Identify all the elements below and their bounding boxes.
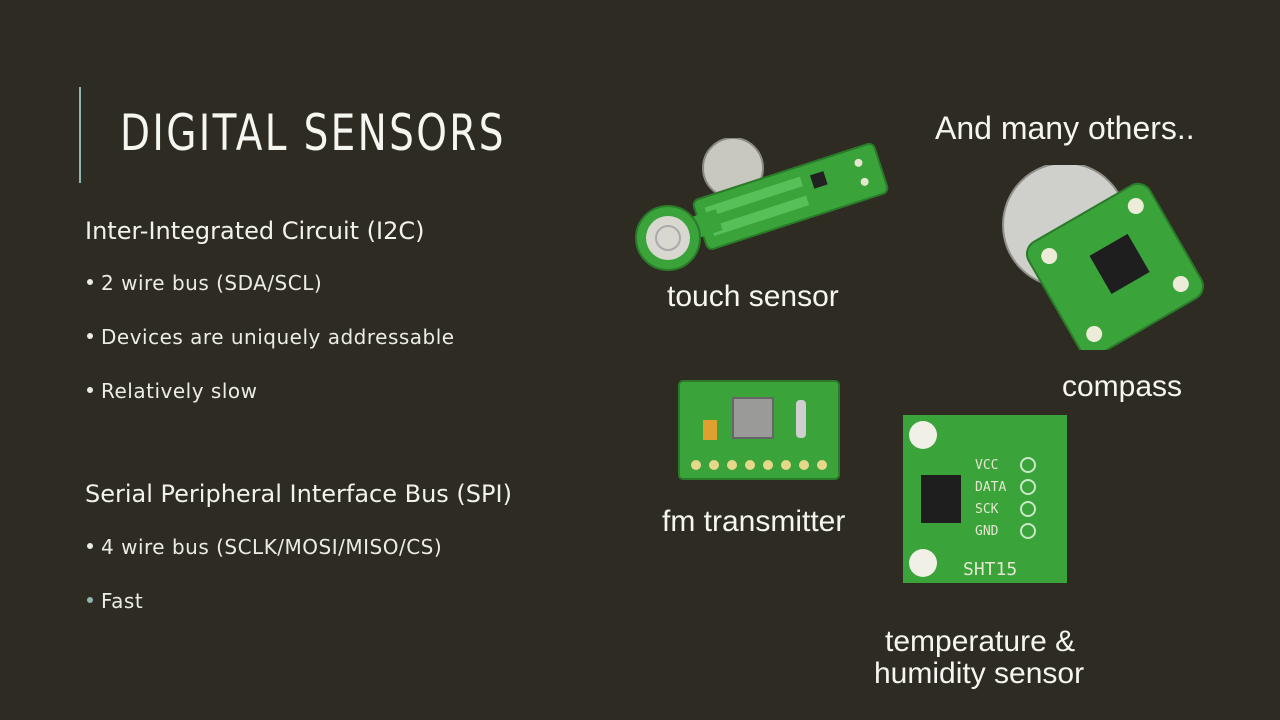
- spi-bullet: Fast: [87, 589, 143, 613]
- bullet-dot: [87, 386, 93, 393]
- bullet-dot: [87, 596, 93, 603]
- fm-transmitter-caption: fm transmitter: [662, 505, 846, 538]
- bullet-dot: [87, 278, 93, 285]
- svg-text:DATA: DATA: [975, 480, 1006, 495]
- many-others-note: And many others..: [935, 110, 1195, 146]
- temperature-humidity-sensor-image: VCC DATA SCK GND SHT15: [903, 415, 1067, 583]
- svg-text:GND: GND: [975, 524, 999, 539]
- svg-text:SHT15: SHT15: [963, 559, 1017, 580]
- temperature-caption-line1: temperature &: [885, 625, 1076, 658]
- compass-image: [1002, 165, 1204, 350]
- fm-transmitter-image: [678, 380, 840, 480]
- slide-title: DIGITAL SENSORS: [120, 104, 506, 162]
- bullet-dot: [87, 542, 93, 549]
- touch-sensor-caption: touch sensor: [667, 280, 839, 313]
- i2c-heading: Inter-Integrated Circuit (I2C): [85, 217, 425, 245]
- touch-sensor-image: [635, 138, 889, 271]
- title-accent-bar: [79, 87, 81, 183]
- i2c-bullet: Relatively slow: [87, 379, 257, 403]
- i2c-bullet: 2 wire bus (SDA/SCL): [87, 271, 322, 295]
- i2c-bullet: Devices are uniquely addressable: [87, 325, 455, 349]
- bullet-dot: [87, 332, 93, 339]
- temperature-caption-line2: humidity sensor: [874, 657, 1085, 690]
- svg-text:VCC: VCC: [975, 458, 998, 473]
- svg-text:SCK: SCK: [975, 502, 999, 517]
- compass-caption: compass: [1062, 370, 1183, 403]
- spi-bullet: 4 wire bus (SCLK/MOSI/MISO/CS): [87, 535, 442, 559]
- spi-heading: Serial Peripheral Interface Bus (SPI): [85, 480, 512, 508]
